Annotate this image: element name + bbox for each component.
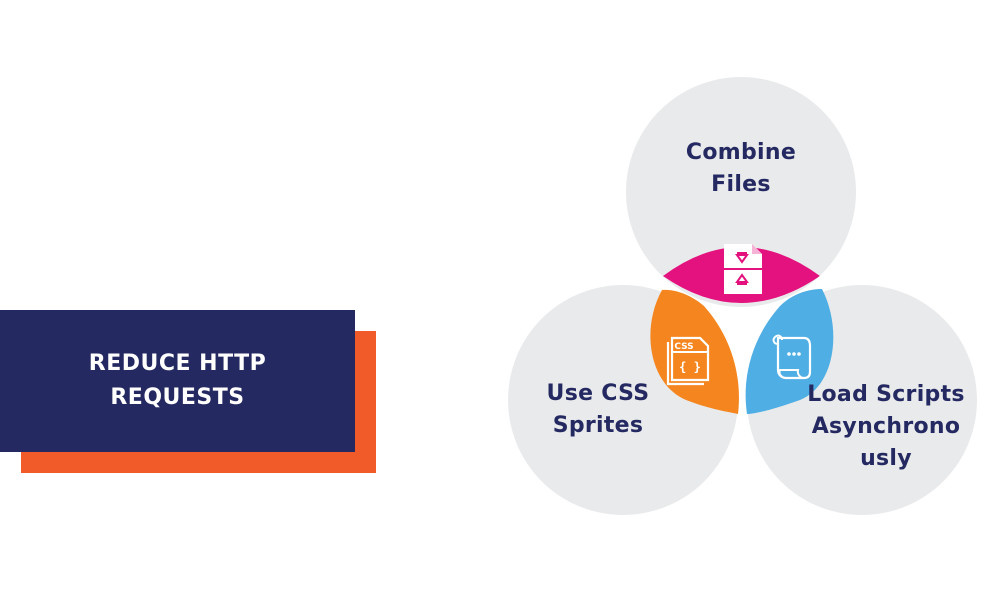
- label-line: Asynchrono: [811, 414, 961, 439]
- label-line: Sprites: [552, 413, 644, 438]
- title-box: REDUCE HTTP REQUESTS: [0, 310, 355, 452]
- label-line: Files: [711, 172, 771, 197]
- title-line: REDUCE HTTP: [88, 351, 267, 376]
- label-line: Load Scripts: [807, 382, 965, 407]
- circle-combine-files: [626, 77, 856, 307]
- title-text: REDUCE HTTP REQUESTS: [58, 347, 298, 415]
- label-combine-files: Combine Files: [651, 137, 831, 201]
- css-file-icon: CSS { }: [666, 336, 710, 386]
- script-scroll-icon: [772, 334, 812, 380]
- label-load-scripts: Load Scripts Asynchrono usly: [804, 379, 968, 475]
- label-line: Use CSS: [546, 381, 650, 406]
- label-css-sprites: Use CSS Sprites: [528, 378, 668, 442]
- lens-blue: [745, 289, 834, 414]
- css-badge-text: CSS: [674, 342, 693, 352]
- css-braces-text: { }: [679, 360, 701, 374]
- label-line: Combine: [685, 140, 797, 165]
- label-line: usly: [860, 446, 912, 471]
- file-compress-icon: [724, 244, 762, 294]
- title-line: REQUESTS: [110, 385, 245, 410]
